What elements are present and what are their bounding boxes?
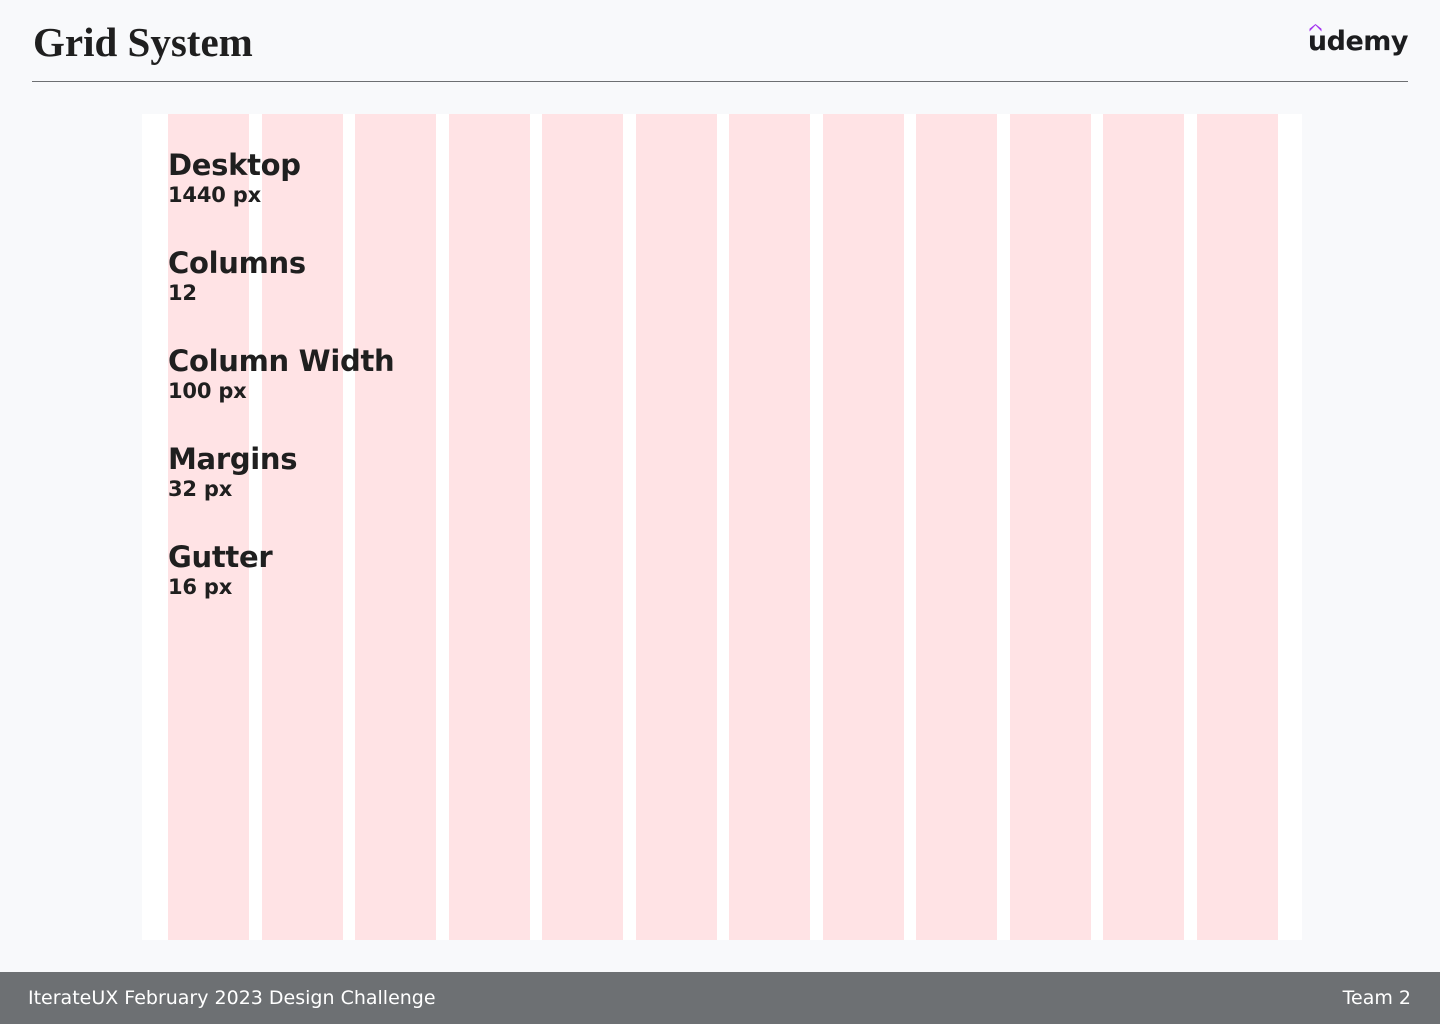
spec-item-columns: Columns 12 bbox=[168, 246, 394, 344]
grid-column bbox=[729, 114, 810, 940]
spec-label: Gutter bbox=[168, 540, 273, 574]
spec-item-column-width: Column Width 100 px bbox=[168, 344, 395, 442]
logo-roof-icon bbox=[1309, 24, 1322, 32]
grid-column bbox=[823, 114, 904, 940]
logo-text: udemy bbox=[1307, 26, 1409, 57]
spec-label: Margins bbox=[168, 442, 298, 476]
grid-canvas bbox=[142, 114, 1302, 940]
grid-column bbox=[636, 114, 717, 940]
grid-column bbox=[355, 114, 436, 940]
spec-label: Desktop bbox=[168, 148, 301, 182]
spec-item-gutter: Gutter 16 px bbox=[168, 540, 394, 638]
spec-value: 100 px bbox=[168, 379, 247, 403]
spec-value: 12 bbox=[168, 281, 197, 305]
footer-bar: IterateUX February 2023 Design Challenge… bbox=[0, 972, 1440, 1024]
spec-item-margins: Margins 32 px bbox=[168, 442, 394, 540]
page-title: Grid System bbox=[33, 19, 253, 65]
spec-value: 32 px bbox=[168, 477, 233, 501]
grid-column bbox=[1010, 114, 1091, 940]
grid-column bbox=[449, 114, 530, 940]
udemy-logo: udemy bbox=[1307, 22, 1409, 62]
footer-challenge-text: IterateUX February 2023 Design Challenge bbox=[28, 987, 436, 1009]
grid-column bbox=[1197, 114, 1278, 940]
logo-wordmark: udemy bbox=[1307, 22, 1409, 62]
footer-team-text: Team 2 bbox=[1342, 987, 1411, 1009]
spec-label: Columns bbox=[168, 246, 306, 280]
header-divider bbox=[32, 81, 1408, 82]
spec-label: Column Width bbox=[168, 344, 395, 378]
grid-column bbox=[542, 114, 623, 940]
spec-list: Desktop 1440 px Columns 12 Column Width … bbox=[168, 148, 395, 638]
grid-column bbox=[168, 114, 249, 940]
spec-value: 16 px bbox=[168, 575, 233, 599]
spec-item-desktop: Desktop 1440 px bbox=[168, 148, 394, 246]
grid-column bbox=[1103, 114, 1184, 940]
grid-column bbox=[916, 114, 997, 940]
spec-value: 1440 px bbox=[168, 183, 261, 207]
grid-column bbox=[262, 114, 343, 940]
